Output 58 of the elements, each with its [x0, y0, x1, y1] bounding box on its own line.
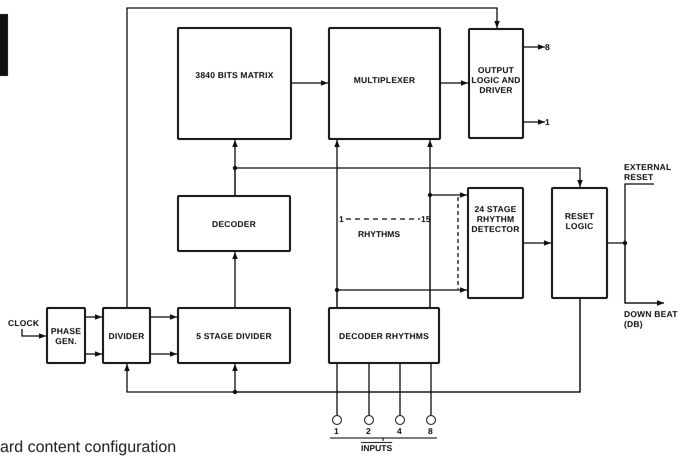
- arrow: [86, 314, 102, 320]
- block-label: OUTPUT LOGIC AND DRIVER: [470, 64, 522, 94]
- block: [102, 307, 151, 364]
- input-terminal: [395, 415, 405, 425]
- group-label: RHYTHMS: [358, 229, 400, 239]
- block-label: DECODER: [212, 218, 256, 228]
- output-label: 1: [545, 115, 559, 129]
- block: [177, 27, 292, 140]
- block: [328, 27, 441, 140]
- arrow: [151, 351, 177, 357]
- block: [46, 307, 86, 364]
- arrow: [234, 167, 583, 195]
- connector-line: [399, 364, 401, 415]
- connector-line: [336, 364, 338, 415]
- arrow: [336, 287, 467, 307]
- block-label: DECODER RHYTHMS: [339, 330, 429, 340]
- output-label: DOWN BEAT (DB): [624, 303, 684, 329]
- terminal-number: 1: [334, 426, 339, 436]
- terminal-number: 4: [397, 426, 402, 436]
- block-label: 3840 BITS MATRIX: [195, 70, 274, 80]
- connector-line: [430, 364, 432, 415]
- input-label: CLOCK: [8, 317, 46, 329]
- input-terminal: [426, 415, 436, 425]
- block-label: RESET LOGIC: [564, 211, 596, 231]
- connector-line: [368, 364, 370, 415]
- group-label: INPUTS: [361, 443, 392, 453]
- block: [177, 307, 291, 364]
- caption: ard content configuration: [0, 438, 176, 457]
- block: [468, 28, 524, 139]
- block-label: PHASE GEN.: [50, 326, 82, 346]
- block: [328, 307, 440, 364]
- output-label: 8: [545, 40, 559, 54]
- block: [177, 195, 291, 252]
- arrow: [429, 192, 467, 307]
- arrow: [524, 119, 545, 125]
- block: [467, 187, 524, 299]
- arrow: [292, 80, 328, 86]
- arrow: [126, 7, 500, 307]
- arrow: [232, 252, 238, 307]
- input-terminal: [364, 415, 374, 425]
- block-label: 24 STAGE RHYTHM DETECTOR: [470, 204, 521, 234]
- arrow: [524, 240, 551, 246]
- arrow: [624, 183, 664, 306]
- arrow: [86, 351, 102, 357]
- arrow: [232, 299, 581, 393]
- block-label: 5 STAGE DIVIDER: [196, 330, 272, 340]
- terminal-number: 2: [366, 426, 371, 436]
- block: [551, 187, 608, 299]
- arrow: [21, 329, 46, 339]
- block-label: MULTIPLEXER: [354, 74, 416, 84]
- arrow: [524, 44, 545, 50]
- block-label: DIVIDER: [108, 330, 144, 340]
- arrow: [151, 314, 177, 320]
- terminal-number: 8: [428, 426, 433, 436]
- range-label: 1: [339, 214, 344, 224]
- input-terminal: [332, 415, 342, 425]
- input-label: EXTERNAL RESET: [624, 160, 684, 184]
- arrow: [441, 80, 468, 86]
